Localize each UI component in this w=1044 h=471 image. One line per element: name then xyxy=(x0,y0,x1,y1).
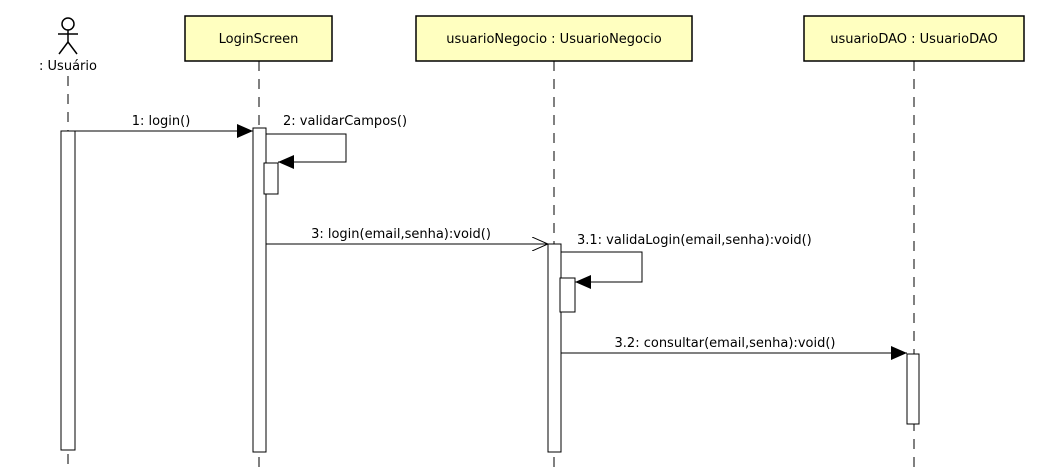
message-3-label: 3: login(email,senha):void() xyxy=(311,227,491,242)
participant-usuario-dao[interactable]: usuarioDAO : UsuarioDAO xyxy=(803,15,1025,62)
message-1-label: 1: login() xyxy=(132,114,191,129)
message-3-1-arrow xyxy=(561,251,643,289)
participant-label: usuarioDAO : UsuarioDAO xyxy=(830,32,998,47)
participant-usuario-negocio[interactable]: usuarioNegocio : UsuarioNegocio xyxy=(415,15,693,62)
activation-login-screen xyxy=(252,127,267,453)
activation-login-screen-nested xyxy=(263,162,279,195)
participant-login-screen[interactable]: LoginScreen xyxy=(184,15,333,62)
actor-leg-right-icon xyxy=(67,41,78,55)
message-3-1-label: 3.1: validaLogin(email,senha):void() xyxy=(577,233,812,248)
participant-box xyxy=(415,15,693,62)
message-3-1[interactable]: 3.1: validaLogin(email,senha):void() xyxy=(561,233,812,289)
message-3[interactable]: 3: login(email,senha):void() xyxy=(266,227,548,244)
participant-label: LoginScreen xyxy=(219,32,299,47)
message-3-2-label: 3.2: consultar(email,senha):void() xyxy=(615,336,836,351)
participant-box xyxy=(803,15,1025,62)
message-2-label: 2: validarCampos() xyxy=(283,114,407,129)
message-2[interactable]: 2: validarCampos() xyxy=(266,114,407,169)
message-2-arrow xyxy=(266,133,347,169)
actor-label: : Usuário xyxy=(39,59,97,74)
activation-usuario-dao xyxy=(906,353,920,425)
activation-usuario-negocio xyxy=(547,243,562,453)
actor-usuario[interactable]: : Usuário xyxy=(39,17,97,74)
message-1[interactable]: 1: login() xyxy=(75,114,253,138)
actor-leg-left-icon xyxy=(58,41,69,55)
participant-box xyxy=(184,15,333,62)
participant-label: usuarioNegocio : UsuarioNegocio xyxy=(446,32,662,47)
activation-usuario xyxy=(60,130,76,451)
activation-usuario-negocio-nested xyxy=(559,277,576,313)
actor-head-icon xyxy=(61,17,75,31)
message-3-2[interactable]: 3.2: consultar(email,senha):void() xyxy=(561,336,907,360)
